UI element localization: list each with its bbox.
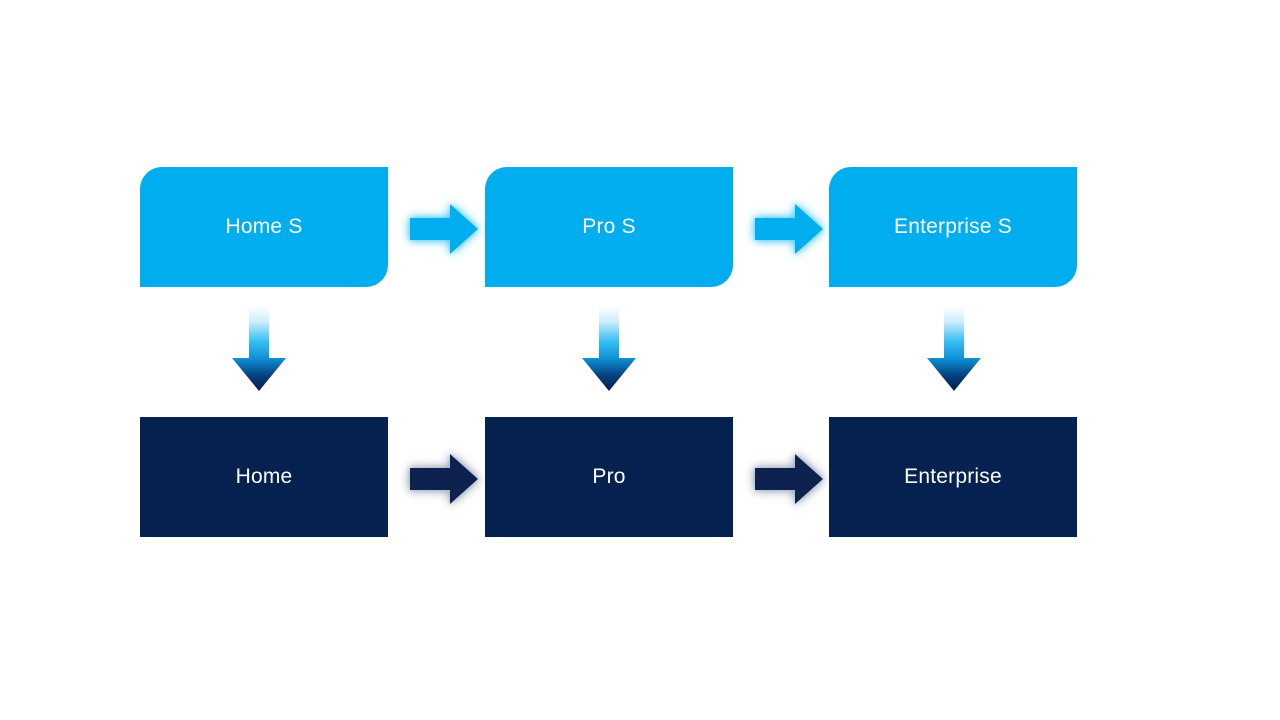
node-enterprise[interactable]: Enterprise: [829, 417, 1077, 537]
node-pro[interactable]: Pro: [485, 417, 733, 537]
node-home-s[interactable]: Home S: [140, 167, 388, 287]
node-pro-label: Pro: [592, 465, 626, 489]
node-enterprise-s[interactable]: Enterprise S: [829, 167, 1077, 287]
node-home[interactable]: Home: [140, 417, 388, 537]
arrow-home-s-to-home: [228, 306, 290, 392]
arrow-home-to-pro: [408, 450, 480, 508]
arrow-pro-s-to-pro: [578, 306, 640, 392]
node-pro-s[interactable]: Pro S: [485, 167, 733, 287]
arrow-enterprise-s-to-enterprise: [923, 306, 985, 392]
arrow-home-s-to-pro-s: [408, 200, 480, 258]
node-pro-s-label: Pro S: [582, 215, 636, 239]
node-enterprise-label: Enterprise: [904, 465, 1002, 489]
node-home-s-label: Home S: [225, 215, 303, 239]
node-enterprise-s-label: Enterprise S: [894, 215, 1012, 239]
arrow-pro-to-enterprise: [753, 450, 825, 508]
node-home-label: Home: [235, 465, 293, 489]
arrow-pro-s-to-enterprise-s: [753, 200, 825, 258]
